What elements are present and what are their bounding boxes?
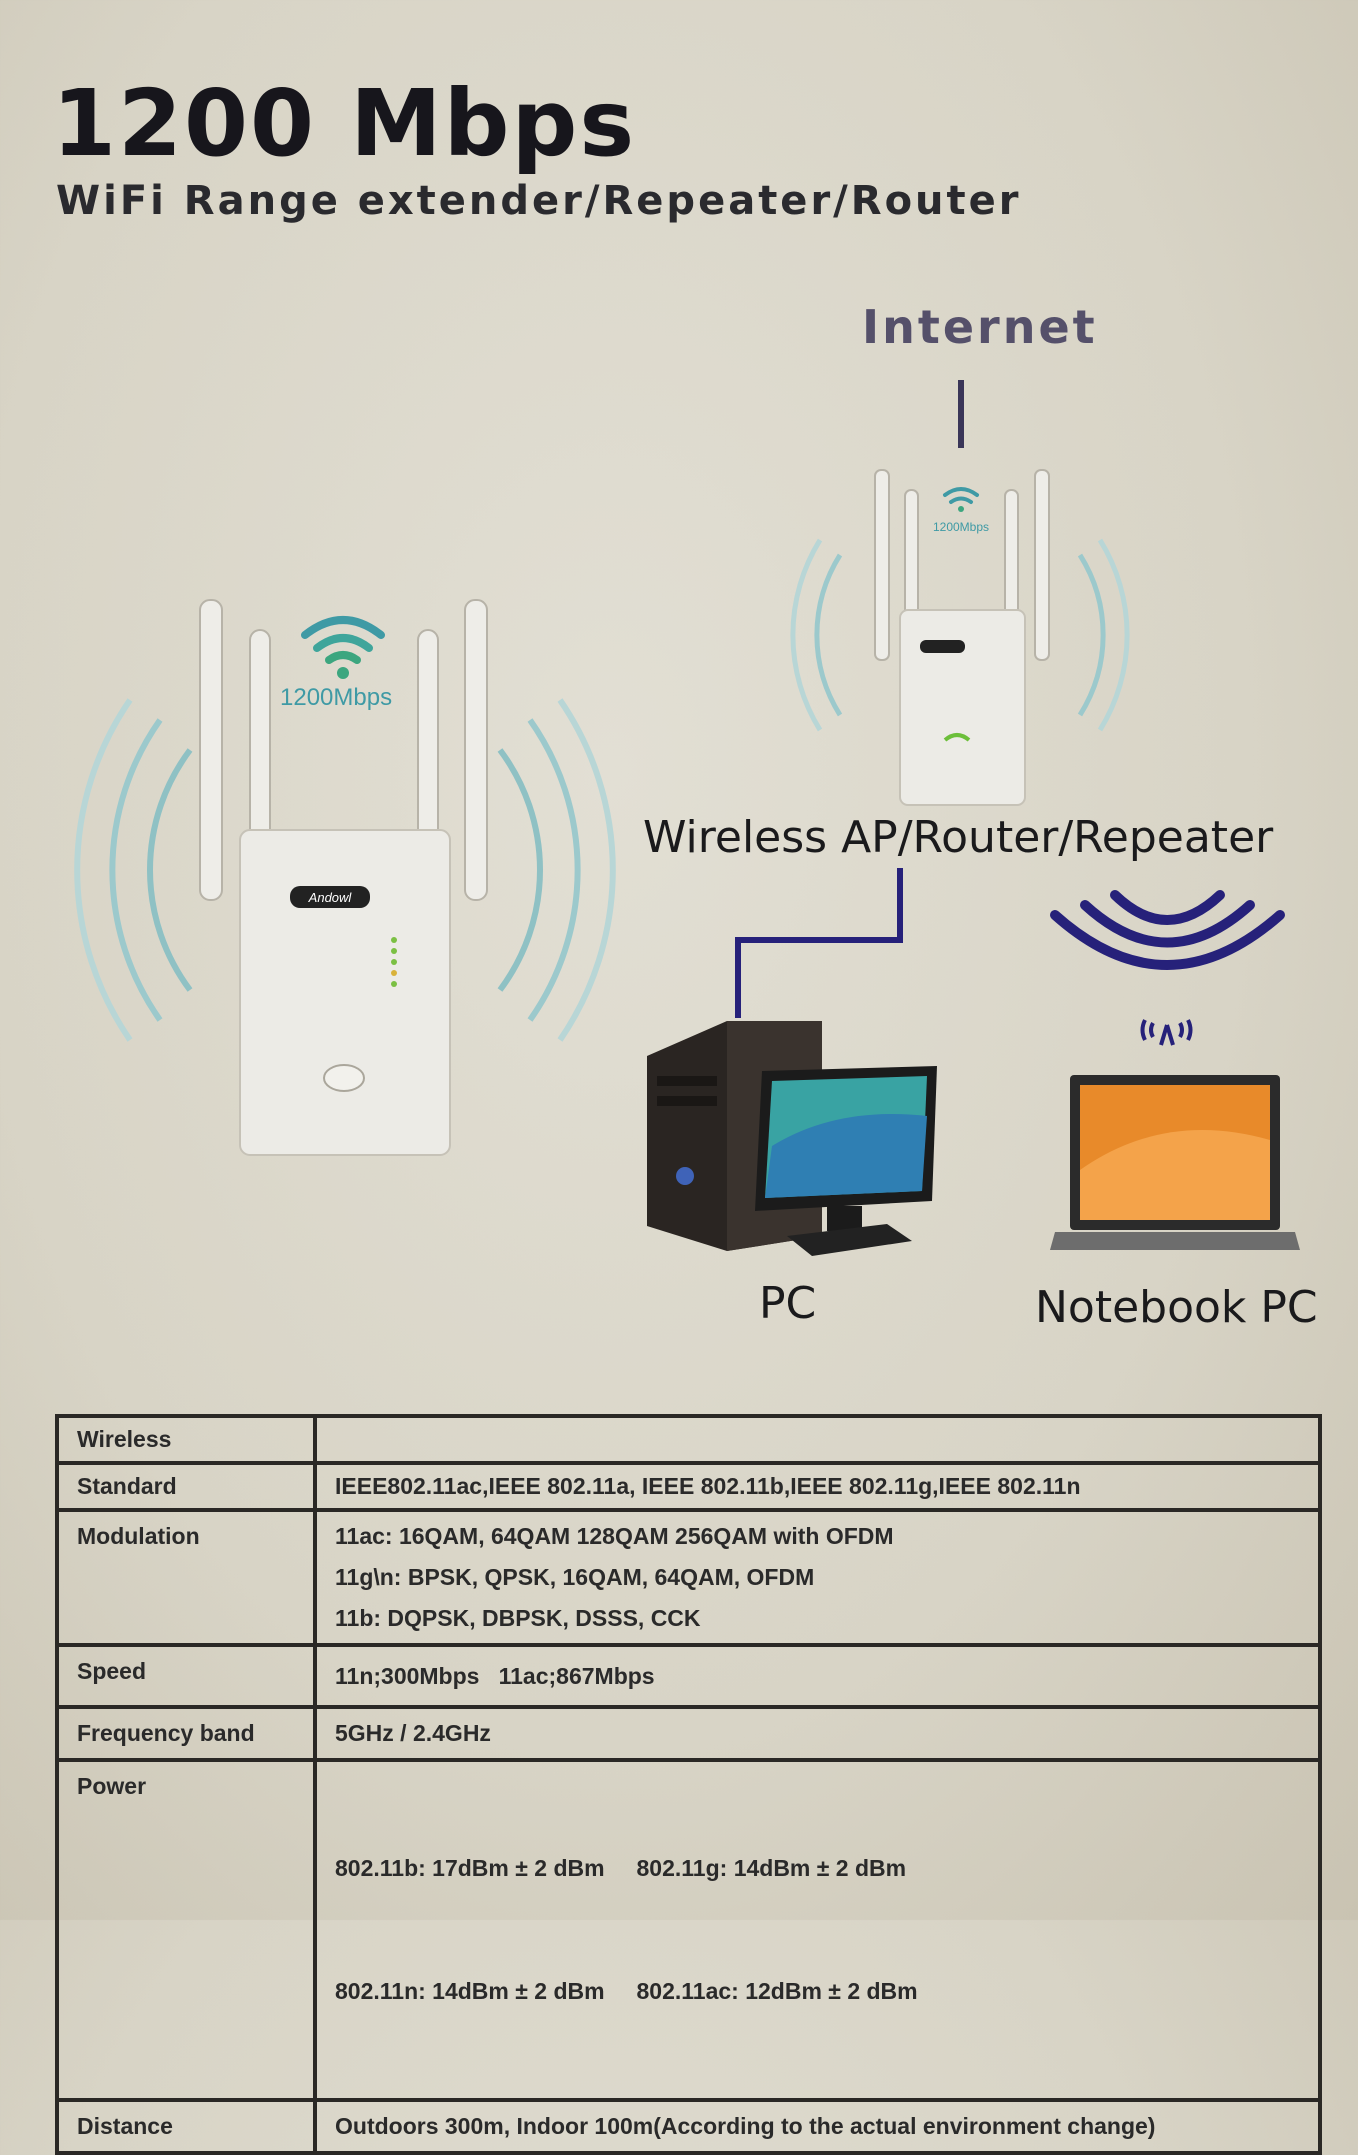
- spec-line: 802.11b: 17dBm ± 2 dBm 802.11g: 14dBm ± …: [335, 1855, 907, 1881]
- spec-key: Power: [55, 1758, 317, 2102]
- spec-line: 11b: DQPSK, DBPSK, DSSS, CCK: [335, 1605, 701, 1631]
- product-title: 1200 Mbps: [52, 70, 637, 177]
- table-row: Distance Outdoors 300m, Indoor 100m(Acco…: [55, 2098, 1322, 2155]
- wifi-icon: [301, 616, 385, 664]
- device-body: [239, 829, 451, 1156]
- table-row: Standard IEEE802.11ac,IEEE 802.11a, IEEE…: [55, 1461, 1322, 1512]
- wps-button: [323, 1064, 365, 1092]
- extender-device-illustration: 1200Mbps Andowl: [74, 599, 616, 1156]
- spec-line: 11g\n: BPSK, QPSK, 16QAM, 64QAM, OFDM: [335, 1564, 815, 1590]
- signal-waves-left: [74, 698, 193, 1042]
- spec-value: 11n;300Mbps 11ac;867Mbps: [313, 1643, 1322, 1709]
- internet-link-line: [958, 380, 964, 448]
- spec-key: Frequency band: [55, 1705, 317, 1762]
- table-row: Power 802.11b: 17dBm ± 2 dBm 802.11g: 14…: [55, 1758, 1322, 2102]
- spec-key: Speed: [55, 1643, 317, 1709]
- spec-line: 11ac: 16QAM, 64QAM 128QAM 256QAM with OF…: [335, 1523, 894, 1549]
- spec-line: 802.11n: 14dBm ± 2 dBm 802.11ac: 12dBm ±…: [335, 1978, 918, 2004]
- spec-key: Standard: [55, 1461, 317, 1512]
- table-row: Modulation 11ac: 16QAM, 64QAM 128QAM 256…: [55, 1508, 1322, 1647]
- spec-key: Modulation: [55, 1508, 317, 1647]
- notebook-pc-label: Notebook PC: [1035, 1282, 1318, 1333]
- table-row: Wireless: [55, 1414, 1322, 1465]
- spec-table: Wireless Standard IEEE802.11ac,IEEE 802.…: [55, 1414, 1322, 2155]
- brand-logo: Andowl: [308, 890, 353, 905]
- spec-key: Wireless: [55, 1414, 317, 1465]
- spec-key: Distance: [55, 2098, 317, 2155]
- product-subtitle: WiFi Range extender/Repeater/Router: [56, 178, 1022, 224]
- signal-waves-right: [497, 698, 616, 1042]
- spec-value: 11ac: 16QAM, 64QAM 128QAM 256QAM with OF…: [313, 1508, 1322, 1647]
- pc-label: PC: [759, 1278, 817, 1329]
- router-illustration: 1200Mbps: [790, 469, 1130, 806]
- antennas: [199, 599, 488, 901]
- svg-text:1200Mbps: 1200Mbps: [933, 520, 989, 534]
- internet-label: Internet: [862, 300, 1098, 354]
- spec-value: Outdoors 300m, Indoor 100m(According to …: [313, 2098, 1322, 2155]
- wireless-signal-icon: [1050, 890, 1285, 1046]
- table-row: Speed 11n;300Mbps 11ac;867Mbps: [55, 1643, 1322, 1709]
- spec-value: [313, 1414, 1322, 1465]
- status-leds: [391, 937, 397, 987]
- device-speed-badge: 1200Mbps: [280, 684, 392, 711]
- notebook-pc-icon: [1050, 1075, 1300, 1250]
- desktop-pc-icon: [647, 1021, 937, 1256]
- ethernet-link-line: [735, 868, 903, 1018]
- spec-value: IEEE802.11ac,IEEE 802.11a, IEEE 802.11b,…: [313, 1461, 1322, 1512]
- spec-value: 5GHz / 2.4GHz: [313, 1705, 1322, 1762]
- table-row: Frequency band 5GHz / 2.4GHz: [55, 1705, 1322, 1762]
- ap-router-repeater-label: Wireless AP/Router/Repeater: [643, 812, 1274, 863]
- spec-value: 802.11b: 17dBm ± 2 dBm 802.11g: 14dBm ± …: [313, 1758, 1322, 2102]
